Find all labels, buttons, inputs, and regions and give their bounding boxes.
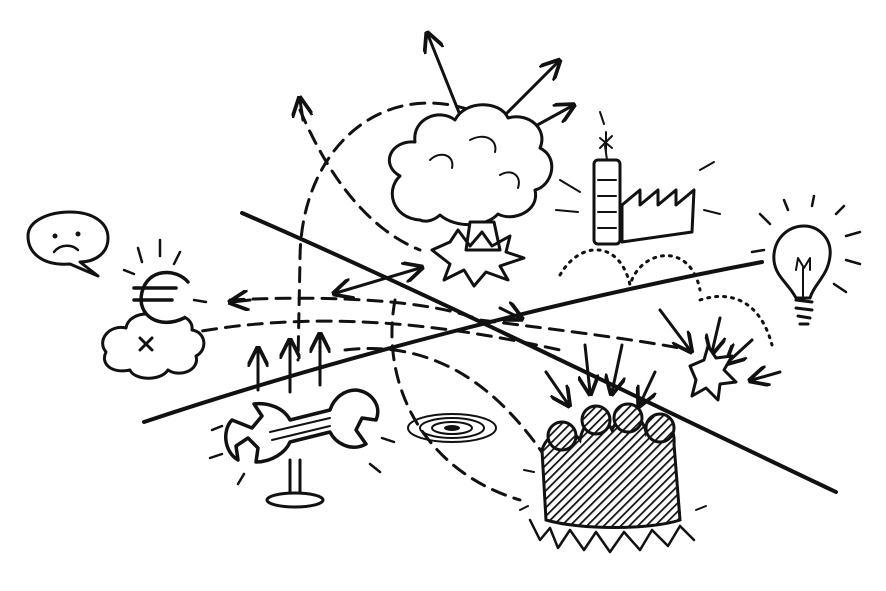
- wrench-on-stand: [208, 388, 396, 509]
- light-bulb: [750, 194, 862, 326]
- burning-crowd: [519, 402, 707, 554]
- starburst: [688, 344, 738, 402]
- factory: [555, 111, 721, 244]
- mushroom-cloud: [387, 103, 554, 288]
- crossing-lines: [142, 211, 838, 494]
- dashed-loops: [178, 101, 774, 502]
- whirlpool: [407, 413, 497, 443]
- arrows: [232, 35, 782, 404]
- euro-cloud: [101, 238, 208, 380]
- sad-speech-bubble: [26, 210, 110, 278]
- dynamite-stick: [592, 131, 622, 246]
